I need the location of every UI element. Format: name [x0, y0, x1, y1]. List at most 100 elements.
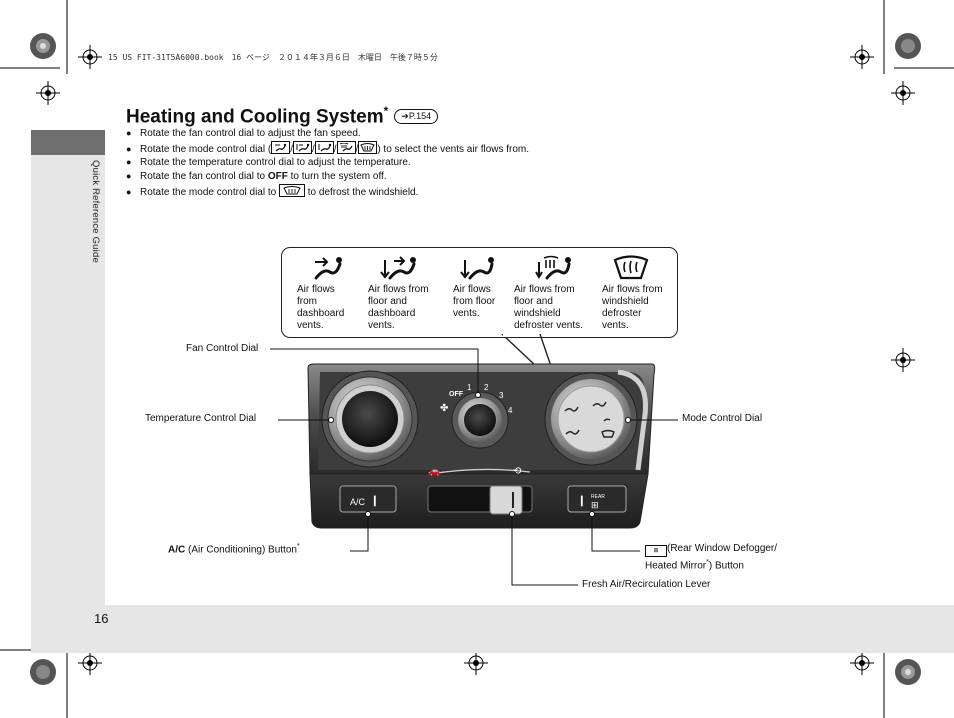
floor-defroster-vents-icon: [535, 255, 571, 280]
mode-label-line: windshield: [602, 296, 649, 307]
mode-label-line: dashboard: [297, 308, 345, 319]
print-header: 15 US FIT-31T5A6000.book 16 ページ ２０１４年３月６…: [108, 53, 438, 62]
mode-label-line: from: [297, 296, 317, 307]
bullet-dot: ●: [126, 157, 132, 168]
windshield-defroster-icon: [358, 140, 378, 154]
bullet-dot: ●: [126, 143, 132, 154]
separator: /: [333, 143, 337, 155]
bullet-item: ● Rotate the mode control dial to to defr…: [126, 183, 529, 200]
mode-label-line: defroster vents.: [514, 320, 583, 331]
mode-label-line: defroster: [602, 308, 642, 319]
mode-label-line: vents.: [297, 320, 324, 331]
mode-label-line: Air flows from: [368, 284, 429, 295]
fan-icon: ✤: [440, 403, 449, 414]
fan-speed-2: 2: [484, 383, 489, 392]
bullet-text: Rotate the mode control dial (: [140, 143, 272, 155]
rear-defogger-label: ⊞(Rear Window Defogger/ Heated Mirror*) …: [645, 543, 777, 572]
mode-callout-box: [281, 247, 678, 338]
separator: /: [290, 143, 293, 155]
floor-vents-icon: [460, 257, 494, 280]
mode-label-line: windshield: [514, 308, 561, 319]
bullet-text: to turn the system off.: [287, 171, 387, 183]
separator: /: [355, 143, 359, 155]
ac-indicator-icon: ▎: [374, 496, 381, 506]
fan-speed-3: 3: [499, 391, 504, 400]
floor-defroster-vents-icon: [336, 140, 356, 154]
rear-defogger-small-icon: ⊞: [645, 545, 667, 557]
bullet-bold-text: OFF: [267, 171, 288, 183]
bullet-item: ● Rotate the fan control dial to adjust t…: [126, 127, 529, 141]
page-ref-text: P.154: [408, 111, 432, 122]
mode-label-line: Air flows from: [514, 284, 575, 295]
bullet-dot: ●: [126, 186, 132, 197]
dashboard-vents-icon: [314, 257, 342, 280]
floor-vents-icon: [314, 140, 334, 154]
bullet-text: Rotate the fan control dial to adjust th…: [140, 128, 361, 139]
windshield-defroster-icon: [613, 255, 649, 280]
temperature-control-dial-label: Temperature Control Dial: [145, 413, 257, 424]
title-footnote-mark: *: [383, 104, 389, 118]
bullet-dot: ●: [126, 128, 132, 138]
dashboard-vents-icon: [271, 140, 291, 154]
bullet-list: ● Rotate the fan control dial to adjust t…: [126, 127, 529, 200]
page-title-text: Heating and Cooling System: [126, 106, 384, 128]
rear-defogger-indicator-icon: ▎: [581, 496, 588, 506]
mode-label-line: Air flows from: [602, 284, 663, 295]
floor-dashboard-vents-icon: [292, 140, 312, 154]
mode-label-line: Air flows: [297, 284, 335, 295]
page-reference-link[interactable]: ➔P.154: [394, 109, 439, 125]
ac-label-text: (Air Conditioning) Button: [185, 544, 297, 556]
bullet-item: ● Rotate the temperature control dial to …: [126, 156, 529, 170]
ac-footnote-mark: *: [296, 543, 300, 550]
bullet-item: ● Rotate the mode control dial ( / / / / ) to …: [126, 140, 530, 157]
fresh-air-lever-label: Fresh Air/Recirculation Lever: [582, 579, 711, 590]
left-margin-band: [31, 130, 105, 605]
rear-defogger-button[interactable]: REAR: [591, 494, 605, 500]
floor-dashboard-vents-icon: [380, 256, 416, 280]
side-tab: [31, 130, 105, 155]
fan-speed-4: 4: [508, 406, 513, 415]
bottom-band: [31, 605, 954, 653]
rear-defogger-label-line1: (Rear Window Defogger/: [667, 543, 778, 554]
bullet-text: Rotate the temperature control dial to a…: [140, 157, 411, 169]
mode-label-line: vents.: [368, 320, 395, 331]
ac-button-label: A/C (Air Conditioning) Button*: [168, 543, 300, 555]
fan-speed-1: 1: [467, 383, 472, 392]
bullet-text: ) to select the vents air flows from.: [377, 143, 530, 155]
bullet-item: ●Rotate the fan control dial to OFF to t…: [126, 170, 529, 184]
fan-control-dial-label: Fan Control Dial: [186, 343, 259, 354]
mode-label-line: from floor: [453, 296, 496, 307]
mode-label-line: floor and: [514, 296, 553, 307]
fresh-air-car-icon: 🚗: [428, 466, 441, 477]
windshield-defroster-icon: [278, 183, 305, 197]
rear-defogger-label-line2a: Heated Mirror: [645, 560, 707, 572]
rear-defogger-label-line2b: ) Button: [708, 560, 744, 572]
page-number: 16: [94, 611, 109, 626]
mode-label-line: vents.: [453, 308, 480, 319]
mode-label-line: floor and: [368, 296, 407, 307]
rear-defogger-icon: ⊞: [591, 500, 599, 510]
page-title: Heating and Cooling System* ➔P.154: [126, 104, 439, 128]
ac-bold: A/C: [168, 544, 186, 556]
rear-defogger-footnote-mark: *: [706, 559, 709, 566]
side-tab-label: Quick Reference Guide: [90, 160, 101, 263]
fan-off-mark: OFF: [449, 391, 463, 398]
recirculation-car-icon: ⟲: [513, 466, 522, 477]
bullet-text: Rotate the mode control dial to: [140, 186, 279, 198]
page-ref-arrow-icon: ➔: [401, 111, 409, 122]
mode-control-dial-label: Mode Control Dial: [682, 413, 763, 424]
ac-button[interactable]: A/C: [350, 497, 366, 507]
bullet-text: Rotate the fan control dial to: [140, 171, 268, 183]
separator: /: [311, 143, 315, 155]
mode-label-line: vents.: [602, 320, 629, 331]
climate-control-panel: [307, 363, 656, 529]
mode-label-line: Air flows: [453, 284, 491, 295]
bullet-text: to defrost the windshield.: [304, 186, 419, 198]
mode-label-line: dashboard: [368, 308, 416, 319]
